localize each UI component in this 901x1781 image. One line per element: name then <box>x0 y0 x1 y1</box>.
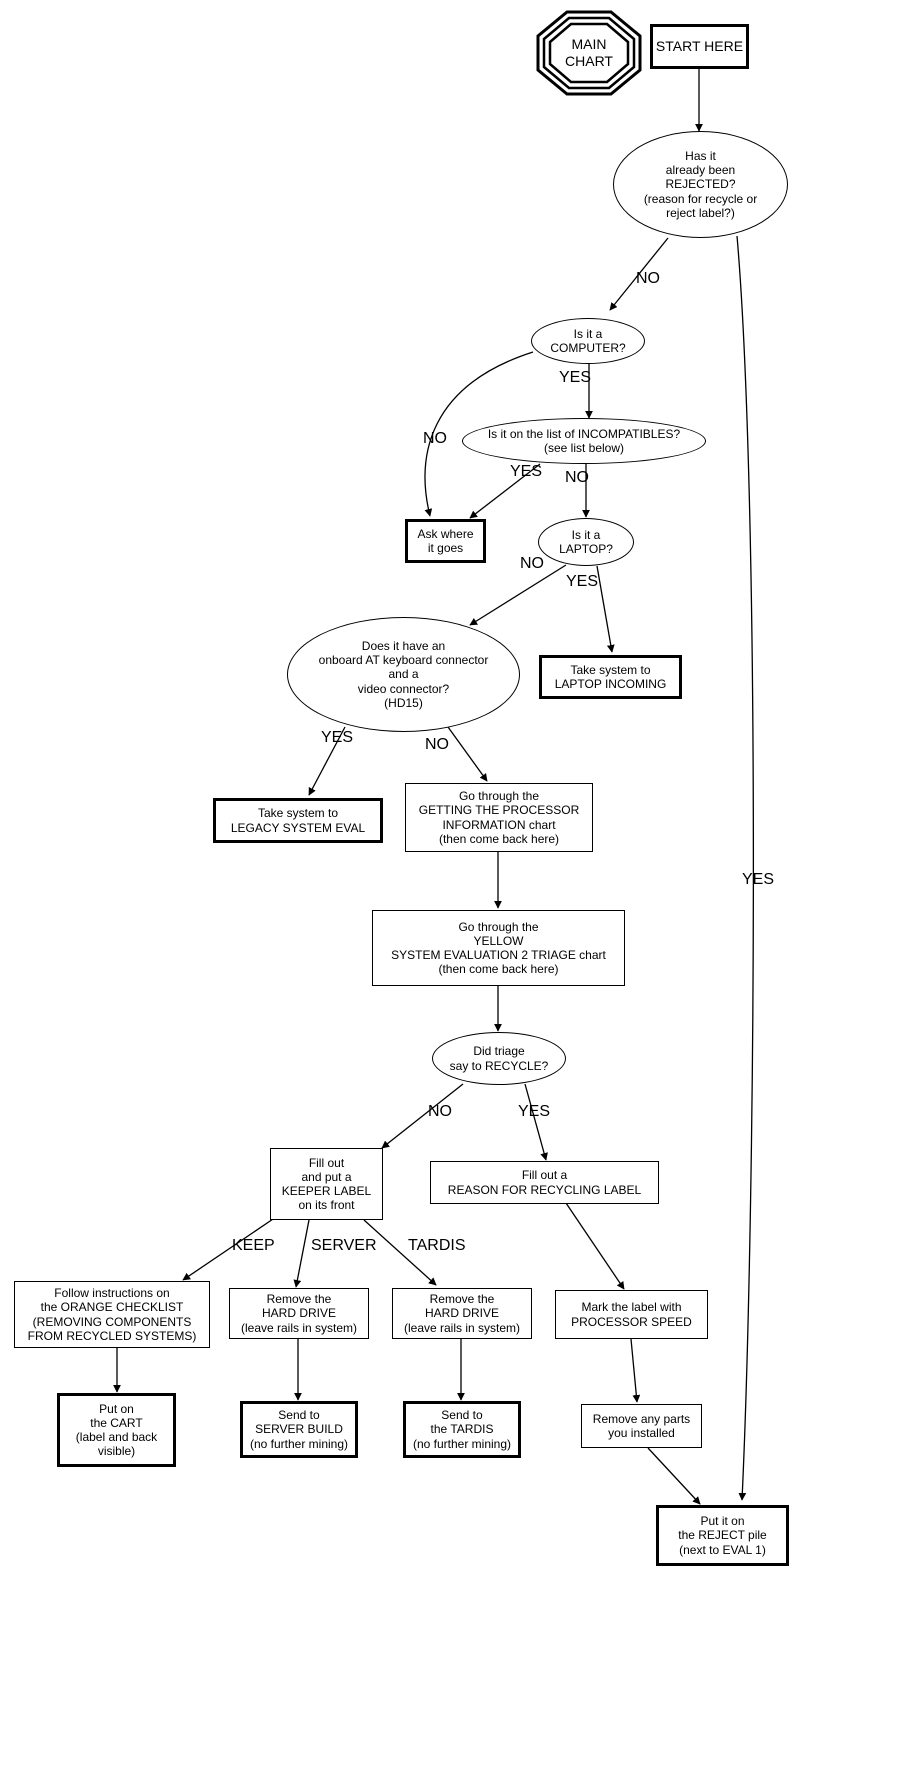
edge-label-laptop-no: NO <box>520 555 544 572</box>
edge-label-keeper-keep: KEEP <box>232 1237 275 1254</box>
edge-removeparts-to-reject <box>647 1447 701 1505</box>
node-remove-any-parts-label: Remove any parts you installed <box>592 1411 691 1440</box>
node-send-to-tardis[interactable]: Send to the TARDIS (no further mining) <box>403 1401 521 1458</box>
node-remove-any-parts[interactable]: Remove any parts you installed <box>581 1404 702 1448</box>
octagon-icon <box>536 10 642 96</box>
node-send-to-tardis-label: Send to the TARDIS (no further mining) <box>412 1408 512 1451</box>
node-has-it-been-rejected-label: Has it already been REJECTED? (reason fo… <box>643 149 758 220</box>
node-start-here[interactable]: START HERE <box>650 24 749 69</box>
node-is-it-a-computer-label: Is it a COMPUTER? <box>550 326 626 355</box>
node-yellow-system-evaluation-2-triage[interactable]: Go through the YELLOW SYSTEM EVALUATION … <box>372 910 625 986</box>
node-put-on-cart[interactable]: Put on the CART (label and back visible) <box>57 1393 176 1467</box>
node-send-to-server-build[interactable]: Send to SERVER BUILD (no further mining) <box>240 1401 358 1458</box>
edge-label-laptop-yes: YES <box>566 573 599 590</box>
node-remove-hard-drive-tardis[interactable]: Remove the HARD DRIVE (leave rails in sy… <box>392 1288 532 1339</box>
node-orange-checklist[interactable]: Follow instructions on the ORANGE CHECKL… <box>14 1281 210 1348</box>
node-ask-where-it-goes-label: Ask where it goes <box>417 526 474 555</box>
node-did-triage-say-recycle[interactable]: Did triage say to RECYCLE? <box>432 1032 566 1085</box>
edge-label-incompatibles-no: NO <box>565 469 589 486</box>
edge-label-rejected-yes: YES <box>742 871 775 888</box>
node-at-keyboard-video-connector[interactable]: Does it have an onboard AT keyboard conn… <box>287 617 520 732</box>
node-mark-label-processor-speed[interactable]: Mark the label with PROCESSOR SPEED <box>555 1290 708 1339</box>
node-processor-information-chart[interactable]: Go through the GETTING THE PROCESSOR INF… <box>405 783 593 852</box>
edge-laptop-no <box>469 564 567 626</box>
edge-label-keyboard-no: NO <box>425 736 449 753</box>
node-reject-pile-label: Put it on the REJECT pile (next to EVAL … <box>678 1514 767 1557</box>
node-mark-label-processor-speed-label: Mark the label with PROCESSOR SPEED <box>571 1300 692 1329</box>
node-reason-for-recycling-label[interactable]: Fill out a REASON FOR RECYCLING LABEL <box>430 1161 659 1204</box>
node-incompatibles-list[interactable]: Is it on the list of INCOMPATIBLES? (see… <box>462 418 706 464</box>
edge-label-rejected-no: NO <box>636 270 660 287</box>
node-reason-for-recycling-label-text: Fill out a REASON FOR RECYCLING LABEL <box>447 1168 642 1197</box>
edge-label-keeper-server: SERVER <box>311 1237 377 1254</box>
node-is-it-a-computer[interactable]: Is it a COMPUTER? <box>531 318 645 364</box>
main-chart-label: MAIN CHART <box>565 36 613 69</box>
node-put-on-cart-label: Put on the CART (label and back visible) <box>75 1401 158 1459</box>
node-keeper-label[interactable]: Fill out and put a KEEPER LABEL on its f… <box>270 1148 383 1220</box>
node-is-it-a-laptop-label: Is it a LAPTOP? <box>559 527 613 556</box>
node-has-it-been-rejected[interactable]: Has it already been REJECTED? (reason fo… <box>613 131 788 238</box>
edge-keyboard-no <box>447 726 488 782</box>
main-chart-badge: MAIN CHART <box>536 10 642 96</box>
edge-mark-to-removeparts <box>630 1338 641 1403</box>
edge-laptop-yes <box>596 565 615 653</box>
node-remove-hard-drive-server[interactable]: Remove the HARD DRIVE (leave rails in sy… <box>229 1288 369 1339</box>
edge-label-keeper-tardis: TARDIS <box>408 1237 466 1254</box>
node-yellow-system-evaluation-2-triage-label: Go through the YELLOW SYSTEM EVALUATION … <box>391 919 606 977</box>
node-processor-information-chart-label: Go through the GETTING THE PROCESSOR INF… <box>418 789 580 846</box>
node-ask-where-it-goes[interactable]: Ask where it goes <box>405 519 486 563</box>
node-remove-hard-drive-server-label: Remove the HARD DRIVE (leave rails in sy… <box>240 1292 358 1335</box>
node-reject-pile[interactable]: Put it on the REJECT pile (next to EVAL … <box>656 1505 789 1566</box>
edge-label-computer-yes: YES <box>559 369 592 386</box>
node-orange-checklist-label: Follow instructions on the ORANGE CHECKL… <box>27 1286 197 1343</box>
node-start-here-label: START HERE <box>655 38 744 55</box>
node-keeper-label-text: Fill out and put a KEEPER LABEL on its f… <box>281 1155 372 1213</box>
node-legacy-system-eval[interactable]: Take system to LEGACY SYSTEM EVAL <box>213 798 383 843</box>
node-legacy-system-eval-label: Take system to LEGACY SYSTEM EVAL <box>230 806 366 835</box>
node-send-to-server-build-label: Send to SERVER BUILD (no further mining) <box>249 1408 349 1451</box>
node-laptop-incoming-label: Take system to LAPTOP INCOMING <box>554 662 667 691</box>
node-is-it-a-laptop[interactable]: Is it a LAPTOP? <box>538 518 634 566</box>
edge-label-triage-yes: YES <box>518 1103 551 1120</box>
edge-triage-yes <box>524 1083 548 1161</box>
edge-label-computer-no: NO <box>423 430 447 447</box>
node-laptop-incoming[interactable]: Take system to LAPTOP INCOMING <box>539 655 682 699</box>
edge-label-triage-no: NO <box>428 1103 452 1120</box>
node-at-keyboard-video-connector-label: Does it have an onboard AT keyboard conn… <box>318 639 489 710</box>
node-incompatibles-list-label: Is it on the list of INCOMPATIBLES? (see… <box>487 426 681 455</box>
edge-label-incompatibles-yes: YES <box>510 463 543 480</box>
node-did-triage-say-recycle-label: Did triage say to RECYCLE? <box>449 1044 549 1073</box>
edge-keeper-server <box>293 1219 310 1288</box>
edge-reason-to-mark <box>565 1202 625 1290</box>
edge-rejected-yes <box>736 235 755 1501</box>
edge-label-keyboard-yes: YES <box>321 729 354 746</box>
node-remove-hard-drive-tardis-label: Remove the HARD DRIVE (leave rails in sy… <box>403 1292 521 1335</box>
